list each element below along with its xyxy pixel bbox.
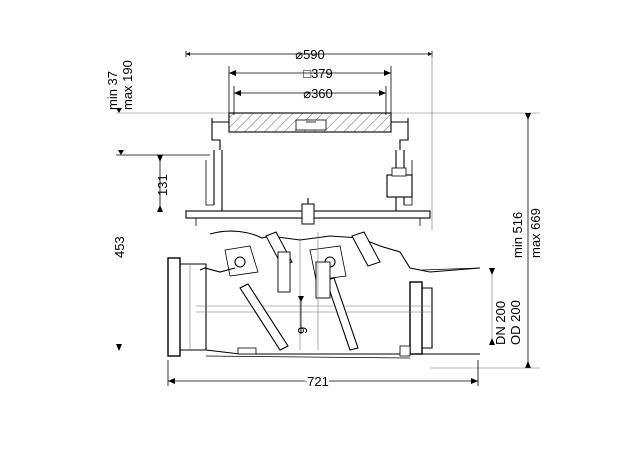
label-od-200: OD 200	[508, 300, 523, 345]
label-dn-200: DN 200	[493, 301, 508, 345]
dim-label-9: 9	[295, 327, 310, 334]
bottom-dimension: 721	[167, 360, 479, 392]
dim-label-721: 721	[307, 374, 329, 389]
inlet-socket	[167, 257, 181, 357]
arrow-bottom-453	[116, 344, 122, 351]
top-dimensions: ⌀590 □379 ⌀360	[185, 47, 433, 230]
label-max-190: max 190	[120, 60, 135, 110]
label-min-516: min 516	[510, 212, 525, 258]
arrow-top-height	[116, 108, 122, 113]
dim-label-379: □379	[303, 66, 333, 81]
right-flap	[325, 277, 359, 351]
dim-label-360: ⌀360	[303, 86, 333, 101]
left-flap	[239, 283, 289, 351]
outlet-pipe	[409, 281, 423, 355]
label-min-37: min 37	[105, 71, 120, 110]
dim-label-131: 131	[155, 174, 170, 196]
dim-label-590: ⌀590	[295, 47, 325, 62]
right-dimensions: min 516 max 669 DN 200 OD 200	[430, 113, 543, 369]
label-max-669: max 669	[528, 208, 543, 258]
drain-body: 9	[167, 112, 481, 359]
dim-label-453: 453	[112, 236, 127, 258]
